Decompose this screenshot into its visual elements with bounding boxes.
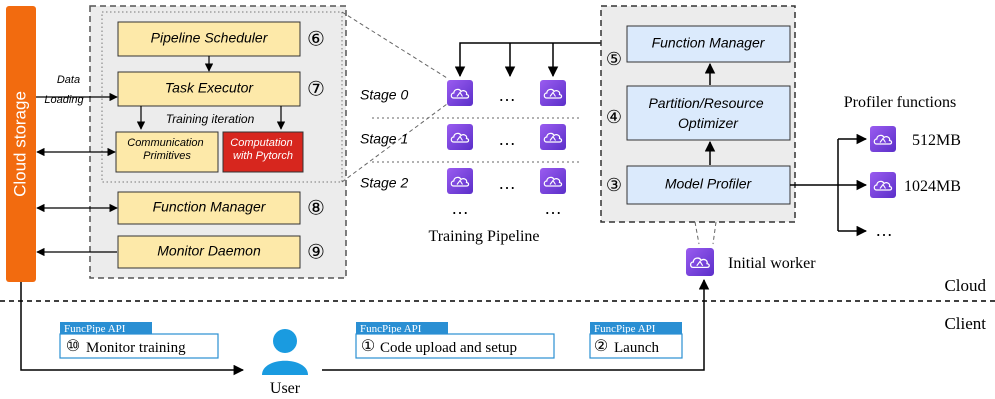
task-executor-number: ⑦: [307, 78, 325, 100]
stage-2-worker-a-icon: [447, 168, 473, 194]
initial-worker-icon: [686, 248, 714, 276]
stage-0-worker-b-icon: [540, 80, 566, 106]
task-executor-label: Task Executor: [165, 80, 255, 96]
worker-detail-panel: Pipeline Scheduler ⑥ Task Executor ⑦ Tra…: [89, 5, 347, 279]
worker-function-manager-number: ⑧: [307, 197, 325, 219]
profiler-512-label: 512MB: [912, 132, 961, 149]
communication-primitives-box: [115, 131, 219, 173]
stage-1-label: Stage 1: [360, 131, 408, 147]
model-profiler-number: ③: [606, 175, 622, 195]
controller-function-manager-label: Function Manager: [652, 35, 766, 51]
optimizer-box: [626, 85, 791, 141]
person-icon: [262, 329, 308, 375]
user: User: [262, 329, 308, 397]
more-stages-ellipsis-b: …: [544, 198, 562, 218]
api-call-setup-tag: FuncPipe API: [360, 323, 422, 335]
training-pipeline: Stage 0 Stage 1 Stage 2 … … … … … Traini…: [360, 80, 580, 245]
controller-panel: Function Manager ⑤ Partition/Resource Op…: [600, 5, 796, 223]
storage-worker-arrows: Data Loading: [36, 74, 118, 257]
api-call-setup: FuncPipe API ① Code upload and setup: [355, 322, 555, 359]
controller-function-manager-box: [626, 25, 791, 63]
pipeline-scheduler-box: [117, 21, 301, 57]
optimizer-number: ④: [606, 107, 622, 127]
client-region-label: Client: [944, 314, 986, 333]
function-manager-dispatch-arrows: [454, 42, 627, 78]
api-call-monitor-tag: FuncPipe API: [64, 323, 126, 335]
stage-0-worker-a-icon: [447, 80, 473, 106]
stage-0-ellipsis: …: [498, 85, 516, 105]
computation-pytorch-box: [222, 131, 304, 173]
data-loading-label: Data Loading: [44, 74, 84, 106]
api-call-setup-number: ①: [361, 338, 375, 355]
profiler-1024-icon: [870, 172, 896, 198]
profiler-1024-label: 1024MB: [904, 178, 961, 195]
client-flows: [20, 278, 710, 376]
more-stages-ellipsis-a: …: [451, 198, 469, 218]
monitor-daemon-number: ⑨: [307, 241, 325, 263]
controller-function-manager-number: ⑤: [606, 49, 622, 69]
monitor-daemon-label: Monitor Daemon: [157, 243, 261, 259]
optimizer-label: Partition/Resource Optimizer: [648, 95, 767, 131]
api-call-setup-text: Code upload and setup: [380, 340, 517, 356]
model-profiler-box: [626, 165, 791, 205]
profiler-512-icon: [870, 126, 896, 152]
stage-1-ellipsis: …: [498, 129, 516, 149]
profiler-fanout: Profiler functions 512MB 1024MB …: [790, 94, 961, 240]
communication-primitives-label: Communication Primitives: [127, 137, 206, 162]
initial-worker-label: Initial worker: [728, 255, 816, 272]
api-call-launch-number: ②: [594, 338, 608, 355]
pipeline-scheduler-label: Pipeline Scheduler: [151, 30, 269, 46]
monitor-daemon-box: [117, 235, 301, 269]
pipeline-scheduler-number: ⑥: [307, 28, 325, 50]
worker-function-manager-label: Function Manager: [153, 199, 267, 215]
api-call-monitor: FuncPipe API ⑩ Monitor training: [59, 322, 219, 359]
stage-1-worker-b-icon: [540, 124, 566, 150]
api-call-monitor-text: Monitor training: [86, 340, 186, 356]
api-call-launch-text: Launch: [614, 340, 659, 356]
worker-function-manager-box: [117, 191, 301, 225]
api-call-launch: FuncPipe API ② Launch: [589, 322, 683, 359]
user-label: User: [270, 380, 301, 397]
api-call-launch-tag: FuncPipe API: [594, 323, 656, 335]
profiler-more-ellipsis: …: [875, 220, 893, 240]
task-executor-box: [117, 71, 301, 107]
stage-1-worker-a-icon: [447, 124, 473, 150]
cloud-storage-label: Cloud storage: [10, 91, 29, 197]
stage-2-label: Stage 2: [360, 175, 408, 191]
stage-0-label: Stage 0: [360, 87, 408, 103]
computation-pytorch-label: Computation with Pytorch: [230, 137, 295, 162]
api-call-monitor-number: ⑩: [66, 338, 80, 355]
cloud-region-label: Cloud: [944, 276, 986, 295]
training-iteration-label: Training iteration: [166, 112, 255, 126]
model-profiler-label: Model Profiler: [665, 176, 753, 192]
cloud-storage: Cloud storage: [6, 6, 36, 282]
training-pipeline-caption: Training Pipeline: [429, 228, 540, 245]
stage-2-ellipsis: …: [498, 173, 516, 193]
stage-2-worker-b-icon: [540, 168, 566, 194]
profiler-functions-title: Profiler functions: [844, 94, 956, 111]
